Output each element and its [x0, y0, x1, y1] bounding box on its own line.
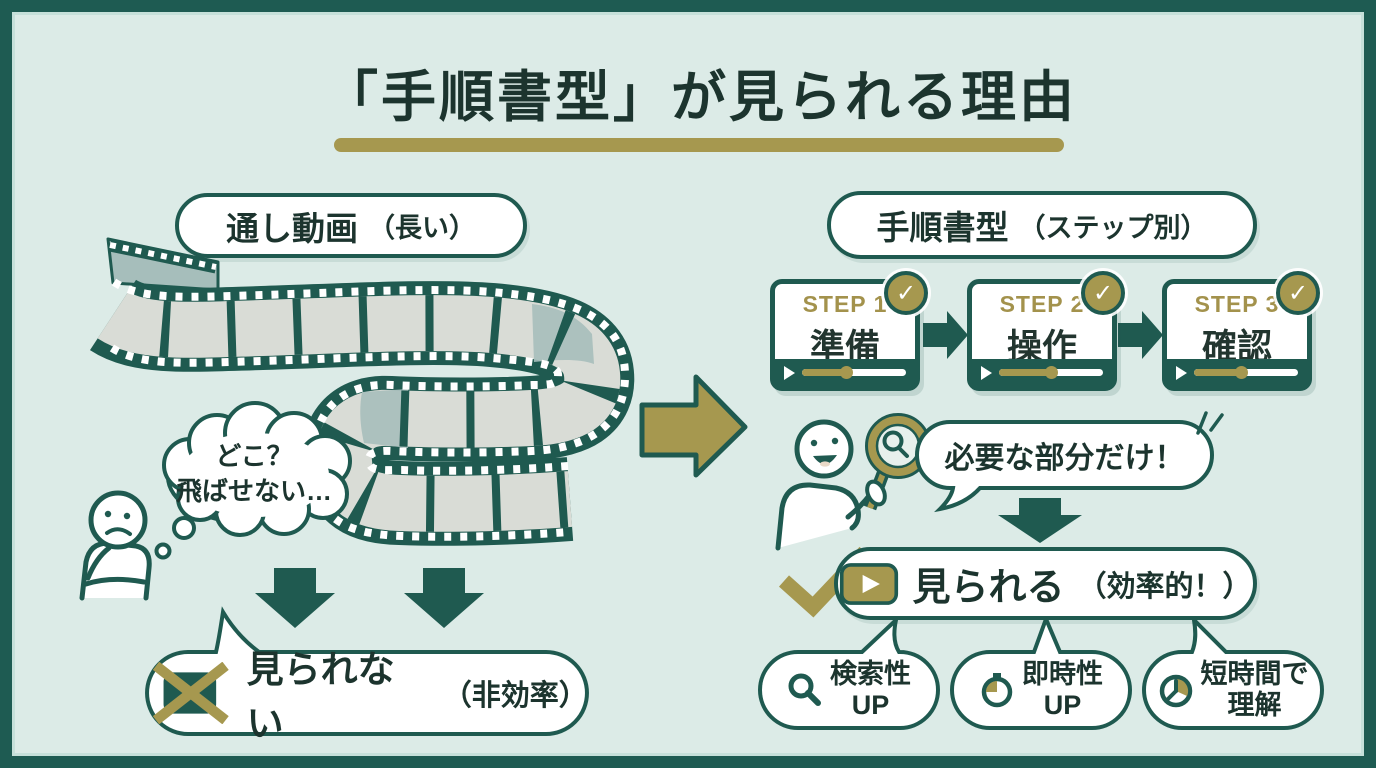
step-arrow: [1118, 311, 1163, 359]
frown-mouth: [105, 527, 132, 536]
progress-track[interactable]: [1194, 366, 1298, 379]
play-icon[interactable]: [1176, 365, 1187, 380]
label-note: （ステップ別）: [1018, 212, 1208, 243]
benefit-line-2: UP: [1043, 690, 1082, 720]
confused-person: [79, 490, 152, 601]
hand: [865, 479, 887, 507]
magnifier-icon: [788, 673, 821, 706]
benefit-immediacy: 即時性 UP: [952, 652, 1130, 728]
thought-trail-dot: [154, 542, 172, 560]
thought-line-2: 飛ばせない…: [175, 476, 332, 506]
progress-knob[interactable]: [1045, 366, 1058, 379]
play-icon[interactable]: [784, 365, 795, 380]
label-note: （長い）: [368, 213, 476, 243]
step-number: STEP 1: [802, 291, 888, 317]
progress-fill: [1194, 366, 1248, 379]
play-button-icon[interactable]: [839, 562, 899, 606]
step-arrow: [923, 311, 968, 359]
clock-icon: [1159, 674, 1192, 708]
label-continuous-video: 通し動画 （長い）: [175, 193, 527, 258]
benefit-searchability: 検索性 UP: [760, 652, 938, 728]
watched-bubble: 見られる （効率的！）: [834, 547, 1257, 620]
title-underline: [334, 138, 1064, 152]
play-icon[interactable]: [981, 365, 992, 380]
check-badge: ✓: [884, 271, 928, 315]
video-player-bar[interactable]: [1167, 359, 1307, 386]
progress-knob[interactable]: [1234, 366, 1248, 379]
benefit-line-1: 検索性: [830, 659, 911, 689]
down-arrow: [998, 498, 1082, 543]
benefit-quick-understanding: 短時間で 理解: [1144, 652, 1322, 728]
check-badge: ✓: [1276, 271, 1320, 315]
stopwatch-icon: [981, 673, 1013, 708]
benefit-line-2: 理解: [1227, 690, 1282, 720]
progress-knob[interactable]: [839, 366, 853, 379]
progress-fill: [999, 366, 1058, 379]
down-arrow: [255, 568, 335, 628]
happy-person: [775, 419, 877, 551]
benefit-line-1: 短時間で: [1200, 659, 1309, 689]
search-icon: [882, 430, 904, 452]
check-badge: ✓: [1081, 271, 1125, 315]
watched-note: （効率的！）: [1077, 570, 1252, 603]
transition-arrow: [639, 374, 748, 478]
video-player-bar[interactable]: [972, 359, 1112, 386]
step-card-3: ✓ STEP 3 確認: [1162, 271, 1320, 391]
page-title: 「手順書型」が見られる理由: [322, 66, 1077, 128]
step-card-2: ✓ STEP 2 操作: [967, 271, 1125, 391]
video-player-bar[interactable]: [775, 359, 915, 386]
speech-bubble-text: 必要な部分だけ！: [944, 442, 1185, 475]
step-number: STEP 2: [999, 291, 1085, 317]
label-text: 手順書型: [876, 209, 1009, 246]
progress-fill: [802, 366, 853, 379]
thought-line-1: どこ？: [215, 441, 293, 471]
not-watched-content: 見られない （非効率）: [147, 649, 588, 744]
thought-trail-dot: [172, 516, 196, 540]
smile-mouth: [813, 455, 837, 465]
label-text: 通し動画: [226, 209, 358, 247]
step-number: STEP 3: [1194, 291, 1280, 317]
watched-text: 見られる: [912, 567, 1065, 609]
thought-text: どこ？ 飛ばせない…: [160, 439, 348, 509]
not-watched-text: 見られない: [246, 649, 395, 744]
progress-track[interactable]: [802, 366, 906, 379]
benefit-line-1: 即時性: [1022, 659, 1103, 689]
crossed-video-icon: [152, 662, 229, 724]
down-arrow: [404, 568, 484, 628]
label-procedure-type: 手順書型 （ステップ別）: [827, 191, 1257, 259]
benefit-line-2: UP: [851, 690, 890, 720]
step-card-1: ✓ STEP 1 準備: [770, 271, 928, 391]
progress-track[interactable]: [999, 366, 1103, 379]
not-watched-note: （非効率）: [442, 680, 588, 712]
